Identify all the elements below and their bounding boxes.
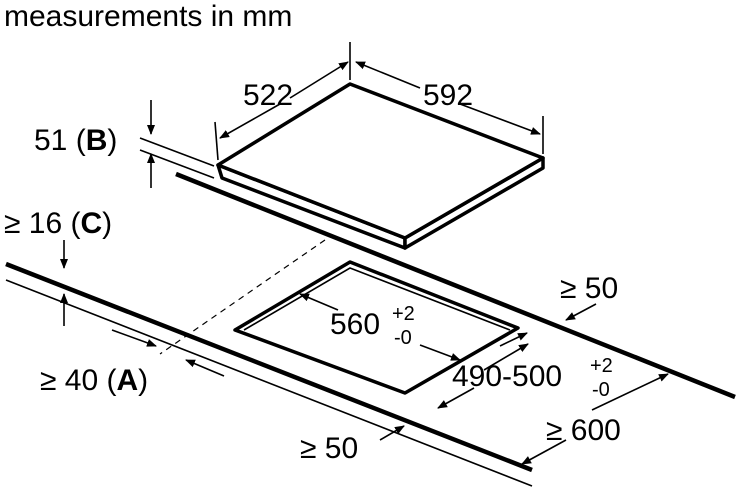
dim-490-tol-minus: -0 (592, 379, 610, 401)
dim-490-arrow-up (483, 343, 529, 371)
dim-40-arrow-left (185, 359, 225, 377)
dim-600-label: ≥ 600 (546, 414, 621, 447)
dim-560-tol-minus: -0 (394, 327, 412, 349)
dim-490-arrow-down (437, 387, 475, 409)
dim-40-ref: A (117, 364, 139, 397)
dim-51-ref: B (86, 124, 108, 157)
dim-rear-50-label: ≥ 50 (560, 272, 618, 305)
dim-560-arrow-right (419, 344, 461, 361)
dim-490-tol-plus: +2 (590, 355, 613, 377)
dim-600-arrow-up (591, 373, 669, 411)
diagram-title: measurements in mm (4, 0, 293, 33)
alignment-dashed-line (159, 239, 326, 355)
worktop-front-edge-bottom (5, 279, 533, 487)
hob-top-surface (216, 82, 545, 240)
dim-40-arrow-right (111, 329, 157, 347)
dim-40-label: ≥ 40 (A) (40, 364, 148, 397)
dim-rear-50-arrow-b (499, 332, 528, 347)
dim-522-arrow-b (289, 61, 349, 99)
dim-51-label: 51 (B) (34, 124, 117, 157)
dim-51-ext-top (139, 137, 215, 167)
dim-522-arrow (219, 103, 281, 139)
dim-16-label: ≥ 16 (C) (4, 207, 112, 240)
cutout-inner-edge (243, 267, 511, 331)
dim-522-label: 522 (243, 79, 293, 112)
worktop-back-edge (175, 171, 736, 400)
dim-side-50-label: ≥ 50 (300, 432, 358, 465)
dim-522-ext-left (214, 121, 219, 161)
dim-16-ref: C (81, 207, 103, 240)
dim-side-50-arrow (379, 425, 405, 441)
dim-51-value: 51 (34, 124, 67, 157)
dim-490-label: 490-500 (452, 360, 562, 393)
dim-560-value: 560 (330, 308, 380, 341)
dim-592-label: 592 (423, 79, 473, 112)
dim-592-arrow-b (459, 103, 541, 135)
dim-560-tol-plus: +2 (392, 303, 415, 325)
dim-490-value: 490-500 (452, 360, 562, 393)
dim-600-arrow-down (521, 439, 567, 465)
dim-592-arrow (355, 61, 421, 89)
worktop-front-edge-top (5, 261, 533, 473)
dim-560-arrow-left (299, 293, 339, 311)
dim-rear-50-arrow (565, 303, 597, 321)
dim-560-label: 560 (330, 308, 380, 341)
dim-16-value: ≥ 16 (4, 207, 62, 240)
dim-40-value: ≥ 40 (40, 364, 98, 397)
